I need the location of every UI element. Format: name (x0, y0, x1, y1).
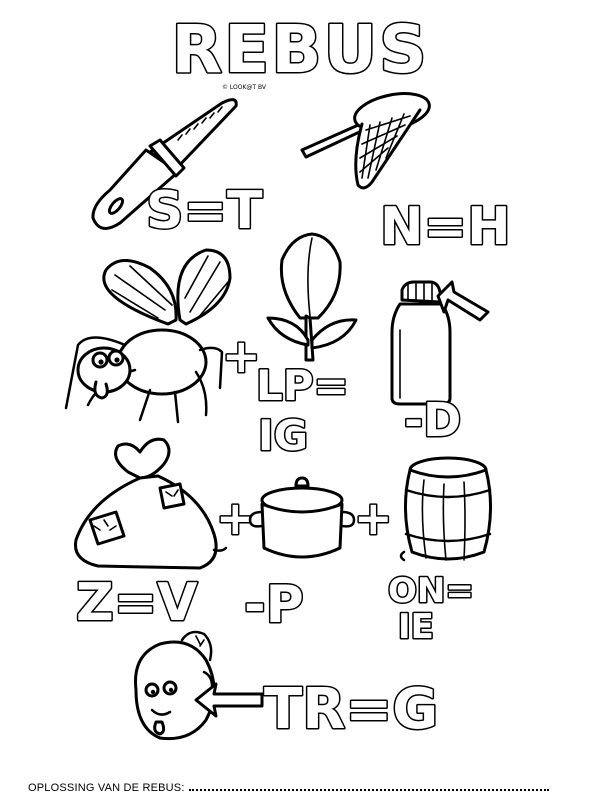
face-icon (134, 630, 216, 741)
plus-sign-1: + (222, 329, 261, 383)
knife-rule: S=T (146, 181, 263, 241)
tulip-icon (266, 232, 358, 362)
arrow-icon (436, 280, 490, 322)
arrow-icon-face (194, 682, 264, 718)
pan-rule: -P (244, 575, 304, 635)
sack-rule: Z=V (76, 573, 198, 633)
tulip-rule-line2: IG (258, 411, 308, 460)
bottle-rule: -D (404, 393, 461, 447)
solution-answer-field[interactable] (188, 781, 549, 791)
cooking-pot-icon (248, 476, 356, 559)
head-rule: TR=G (264, 677, 438, 742)
fishing-net-icon (300, 92, 431, 190)
bottle-icon (390, 280, 452, 406)
solution-label: OPLOSSING VAN DE REBUS: (28, 782, 185, 794)
sack-icon (73, 437, 228, 570)
fly-icon (64, 248, 232, 424)
barrel-rule-line1: ON= (388, 571, 474, 611)
plus-sign-2: + (216, 491, 255, 545)
barrel-icon (399, 456, 492, 562)
barrel-rule-line2: IE (398, 607, 434, 647)
knife-icon (91, 98, 238, 230)
title: REBUS (171, 11, 428, 88)
tulip-rule-line1: LP= (256, 361, 349, 410)
solution-line: OPLOSSING VAN DE REBUS: (28, 781, 549, 794)
plus-sign-3: + (354, 491, 393, 545)
net-rule: N=H (380, 197, 511, 257)
credit: © LOOK@T BV (222, 84, 267, 91)
